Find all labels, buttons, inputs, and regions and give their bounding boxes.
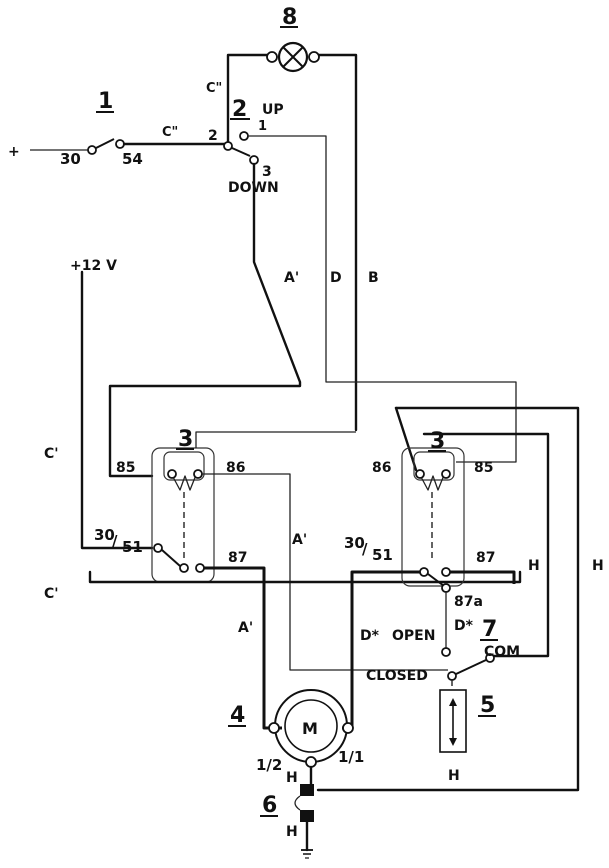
label-relay-right-30: 30 <box>344 534 365 552</box>
label-relay-left-85: 85 <box>116 460 135 476</box>
limit-switch-blade-icon <box>455 659 487 675</box>
label-com: COM <box>484 644 520 660</box>
switch-1 <box>30 138 228 155</box>
label-d-star-2: D* <box>454 618 474 634</box>
label-pin-30: 30 <box>60 150 81 168</box>
wire-h-diag <box>394 406 418 472</box>
wire-a-prime-86 <box>202 473 448 671</box>
relay-left-coil-icon <box>171 474 197 491</box>
label-c-prime-1: C' <box>44 446 59 462</box>
wire-a-prime-top <box>108 162 302 478</box>
label-supply-plus: + <box>8 144 20 160</box>
wire-h-loop <box>316 406 580 792</box>
wire-motor-right <box>342 570 420 730</box>
svg-text:/: / <box>112 532 118 550</box>
label-relay-left-30: 30 <box>94 526 115 544</box>
label-c2-top: C" <box>206 81 222 96</box>
connector-top-icon <box>300 784 314 796</box>
label-h-4: H <box>528 558 540 574</box>
connector-6 <box>294 784 314 859</box>
label-relay-right-87: 87 <box>476 550 495 566</box>
wire-d <box>248 135 517 463</box>
connector-bottom-icon <box>300 810 314 822</box>
label-up: UP <box>262 102 284 118</box>
label-h-5: H <box>592 558 604 574</box>
label-closed: CLOSED <box>366 668 428 684</box>
switch-2-blade-icon <box>231 147 251 157</box>
label-h-1: H <box>286 770 298 786</box>
actuator-5-number: 5 <box>480 693 495 718</box>
switch-2-number: 2 <box>232 97 247 122</box>
label-pin-3: 3 <box>262 164 272 180</box>
relay-left-housing <box>151 447 215 583</box>
relay-left-number: 3 <box>178 427 193 452</box>
motor-4 <box>268 689 354 792</box>
label-c-prime-2: C' <box>44 586 59 602</box>
limit-switch-7 <box>441 647 495 690</box>
limit-switch-7-number: 7 <box>482 617 497 642</box>
ground-icon <box>301 849 313 859</box>
label-motor-pin-left: 1/2 <box>256 756 282 774</box>
label-a-prime-3: A' <box>238 620 253 636</box>
wire-b-relay <box>195 431 356 448</box>
wire-12v <box>80 270 154 550</box>
label-pin-1: 1 <box>258 119 267 134</box>
label-a-prime-2: A' <box>292 532 307 548</box>
label-d: D <box>330 270 342 286</box>
wire-87-right <box>450 570 516 584</box>
lamp-8-circuit <box>226 41 358 432</box>
connector-6-number: 6 <box>262 793 277 818</box>
wire-c-prime <box>88 570 522 584</box>
relay-right-housing <box>401 447 465 587</box>
label-relay-left-51: 51 <box>122 538 143 556</box>
lamp-8-number: 8 <box>282 5 297 30</box>
label-down: DOWN <box>228 180 279 196</box>
label-pin-2: 2 <box>208 128 218 144</box>
relay-right <box>316 406 580 792</box>
label-relay-right-87a: 87a <box>454 594 483 610</box>
switch-1-number: 1 <box>98 89 113 114</box>
label-relay-right-51: 51 <box>372 546 393 564</box>
label-relay-right-86: 86 <box>372 460 391 476</box>
label-b: B <box>368 270 379 286</box>
motor-symbol: M <box>302 719 318 738</box>
label-12v: +12 V <box>70 258 117 274</box>
wire-b <box>316 53 358 432</box>
label-open: OPEN <box>392 628 435 644</box>
switch-2 <box>108 131 517 478</box>
svg-text:/: / <box>362 540 368 558</box>
label-d-star-1: D* <box>360 628 380 644</box>
actuator-5 <box>439 689 467 753</box>
motor-4-number: 4 <box>230 703 245 728</box>
label-h-2: H <box>286 824 298 840</box>
label-h-3: H <box>448 768 460 784</box>
switch-1-blade-icon <box>95 138 115 149</box>
label-pin-54: 54 <box>122 150 143 168</box>
label-a-prime-1: A' <box>284 270 299 286</box>
relay-right-coil-icon <box>419 474 445 491</box>
wire-h-inner <box>422 432 550 658</box>
label-relay-left-86: 86 <box>226 460 245 476</box>
label-c2-mid: C" <box>162 125 178 140</box>
label-relay-left-87: 87 <box>228 550 247 566</box>
label-relay-right-85: 85 <box>474 460 493 476</box>
lamp-icon <box>266 41 320 73</box>
wire-c2-top <box>226 53 270 145</box>
relay-right-number: 3 <box>430 429 445 454</box>
label-motor-pin-right: 1/1 <box>338 748 364 766</box>
